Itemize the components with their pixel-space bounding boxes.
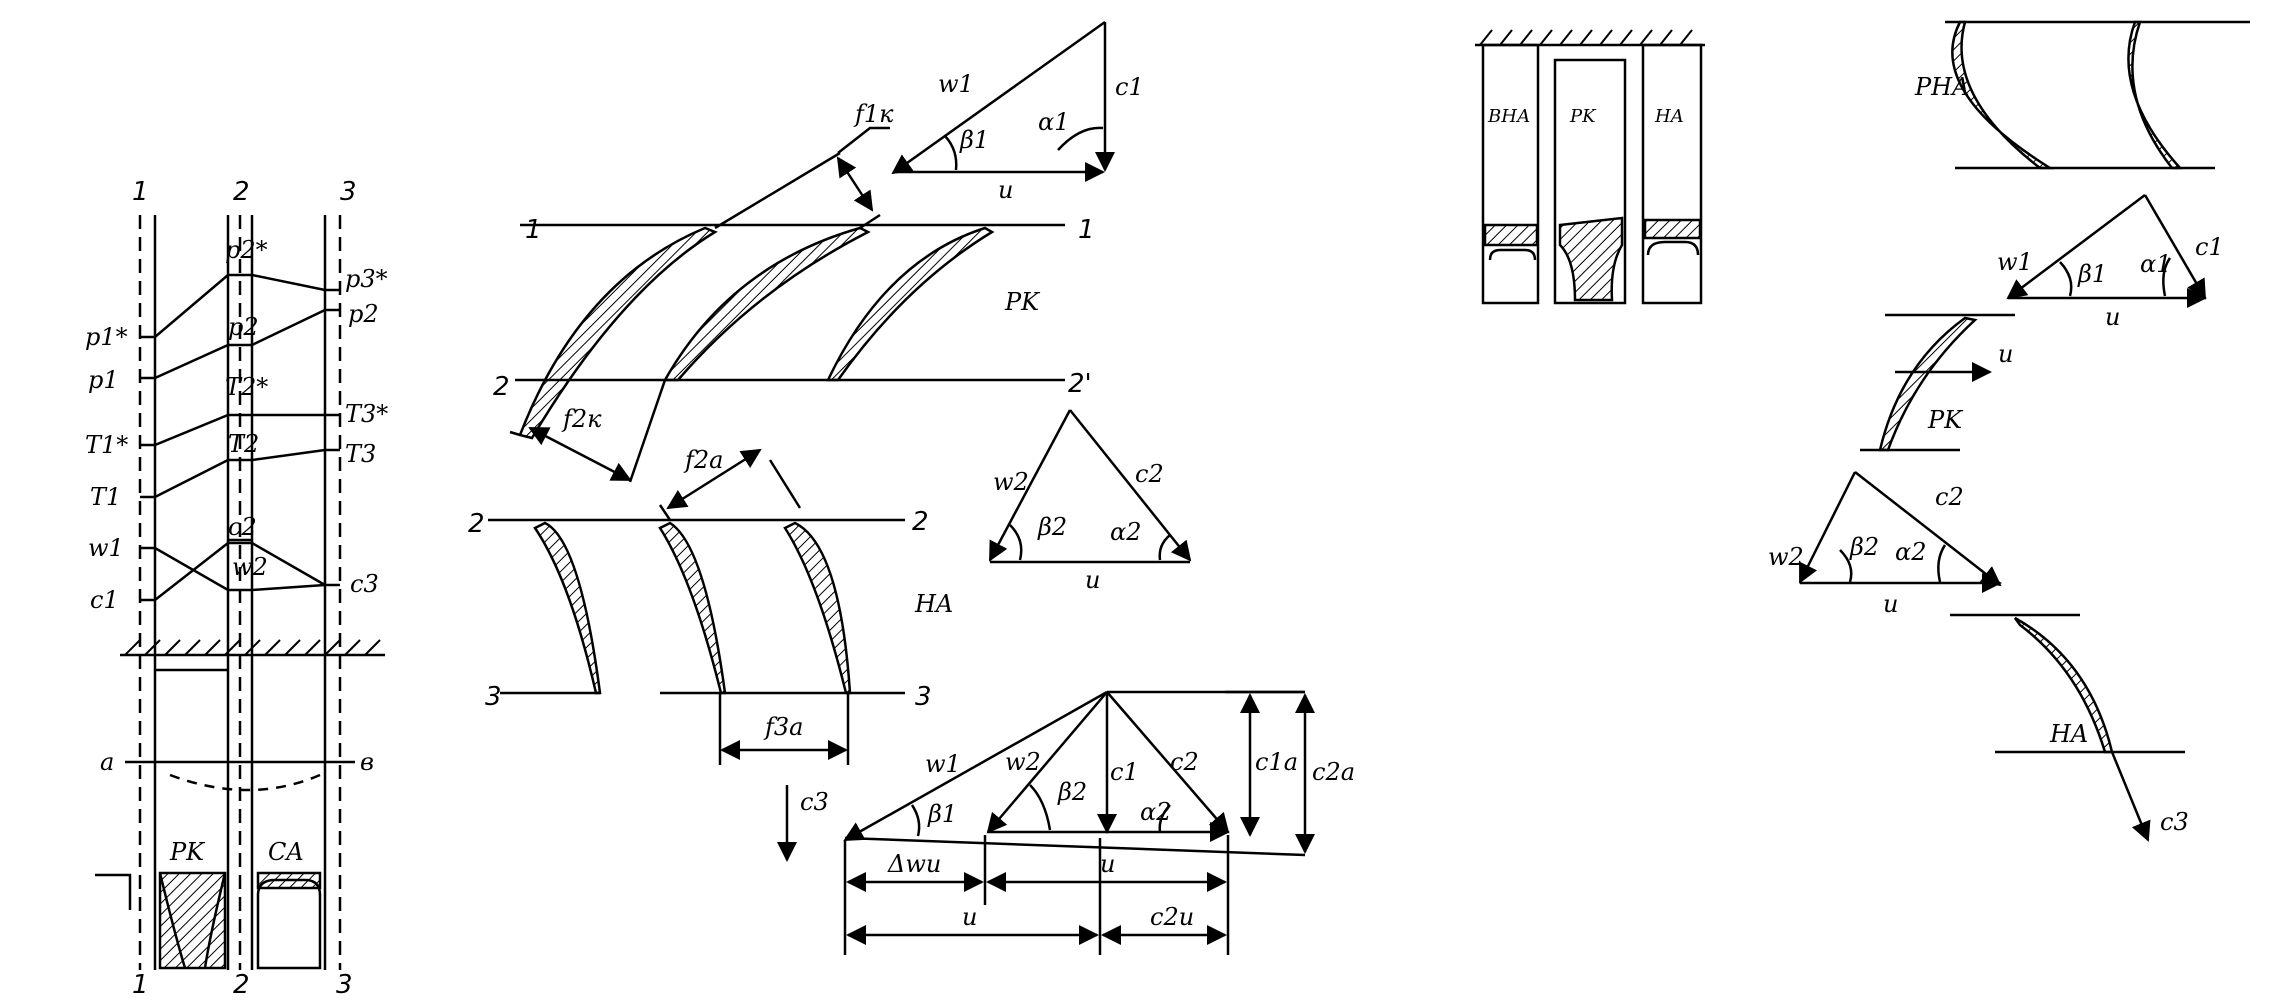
p4-tri2-beta2: β2 — [1849, 533, 1879, 561]
label-p2-star: p2* — [225, 236, 268, 264]
station-1-right: 1 — [1078, 215, 1095, 245]
label-c3: c3 — [800, 788, 829, 816]
comb-c1: c1 — [1110, 758, 1139, 786]
comb-c2u: c2u — [1150, 903, 1194, 931]
p4-tri1-c1: c1 — [2195, 233, 2224, 261]
tri1-alpha1: α1 — [1038, 108, 1069, 136]
label-rk: PK — [169, 838, 206, 866]
comb-w1: w1 — [925, 750, 961, 778]
label-vna: ВНА — [1487, 106, 1531, 127]
label-f3a: f3a — [763, 713, 803, 741]
panel1-labels: 1 2 3 1 2 3 p1* p1 T1* T1 w1 c1 p2* p2 T… — [85, 177, 388, 1000]
label-w2: w2 — [232, 553, 268, 581]
label-p1-star: p1* — [85, 323, 128, 351]
curve-c — [140, 541, 326, 602]
p4-tri1-beta1: β1 — [2077, 260, 2107, 288]
panel-stage-distribution — [95, 215, 385, 970]
section-top-2: 2 — [233, 177, 250, 207]
label-f1k: f1к — [853, 100, 894, 128]
label-c3: c3 — [350, 570, 379, 598]
label-T1: T1 — [90, 483, 121, 511]
station-3-left: 3 — [485, 682, 502, 712]
label-T3-star: T3* — [345, 400, 388, 428]
curve-T — [140, 448, 340, 499]
section-top-3: 3 — [340, 177, 357, 207]
comb-u-lower: u — [962, 903, 977, 931]
label-p1: p1 — [88, 366, 119, 394]
comb-beta2: β2 — [1057, 778, 1087, 806]
p4-label-rk: PK — [1927, 406, 1964, 434]
p4-tri1-w1: w1 — [1997, 248, 2033, 276]
label-T1-star: T1* — [85, 431, 128, 459]
p4-tri1-u: u — [2105, 303, 2120, 331]
p4-tri2-u: u — [1883, 590, 1898, 618]
comb-beta1: β1 — [927, 800, 957, 828]
panel4-labels: PHA w1 β1 α1 c1 u u PK w2 β2 α2 c2 u HA … — [1768, 73, 2224, 836]
tri2-w2: w2 — [993, 468, 1029, 496]
p4-tri1-alpha1: α1 — [2140, 250, 2171, 278]
tri2-alpha2: α2 — [1110, 518, 1141, 546]
tri1-c1: c1 — [1115, 73, 1144, 101]
label-c2: c2 — [228, 513, 257, 541]
label-b: в — [360, 748, 374, 776]
tri1-beta1: β1 — [959, 126, 989, 154]
label-T2: T2 — [228, 430, 259, 458]
label-ca: CA — [268, 838, 304, 866]
comb-delta-wu: Δwu — [887, 850, 941, 878]
p4-label-c3: c3 — [2160, 808, 2189, 836]
station-2-right: 2' — [1068, 369, 1092, 399]
comb-alpha2: α2 — [1140, 798, 1171, 826]
label-w1: w1 — [88, 534, 124, 562]
station-2b-left: 2 — [468, 509, 485, 539]
section-bottom-3: 3 — [336, 970, 353, 1000]
section-bottom-2: 2 — [233, 970, 250, 1000]
p4-label-na: HA — [2049, 720, 2088, 748]
curve-p — [140, 308, 340, 380]
station-2b-right: 2 — [912, 507, 929, 537]
tri2-c2: c2 — [1135, 460, 1164, 488]
label-na: HA — [914, 590, 953, 618]
p4-tri2-w2: w2 — [1768, 543, 1804, 571]
tri1-u: u — [998, 176, 1013, 204]
tri2-u: u — [1085, 566, 1100, 594]
label-p2: p2 — [228, 313, 259, 341]
panel-cascade-triangles — [488, 20, 1315, 955]
label-f2a: f2a — [683, 446, 723, 474]
curve-p-star — [140, 273, 340, 339]
label-f2k: f2к — [561, 405, 602, 433]
panel2-labels: 1 2 2 3 1 2' 2 3 PK HA f1к f2к f2a f3a c… — [468, 70, 1355, 931]
panel-rna-stage — [1798, 20, 2250, 842]
curve-T-star — [140, 413, 340, 447]
label-rk: PK — [1004, 288, 1041, 316]
label-T2-star: T2* — [225, 373, 268, 401]
comb-w2: w2 — [1005, 748, 1041, 776]
label-p3: p2 — [348, 300, 379, 328]
label-c1: c1 — [90, 586, 119, 614]
station-3-right: 3 — [915, 682, 932, 712]
section-top-1: 1 — [132, 177, 149, 207]
label-a: a — [100, 748, 114, 776]
tri1-w1: w1 — [938, 70, 974, 98]
comb-c1a: c1a — [1255, 748, 1298, 776]
comb-c2a: c2a — [1312, 758, 1355, 786]
comb-u-upper: u — [1100, 850, 1115, 878]
panel3-labels: ВНА PK HA — [1487, 106, 1684, 127]
curve-w — [140, 546, 340, 592]
station-1-left: 1 — [525, 215, 542, 245]
label-T3: T3 — [345, 440, 376, 468]
section-bottom-1: 1 — [132, 970, 149, 1000]
label-rk: PK — [1569, 106, 1597, 127]
station-2-left: 2 — [493, 372, 510, 402]
comb-c2: c2 — [1170, 748, 1199, 776]
panel-stage-layout — [1475, 29, 1705, 305]
tri2-beta2: β2 — [1037, 513, 1067, 541]
p4-tri2-alpha2: α2 — [1895, 538, 1926, 566]
label-p3-star: p3* — [345, 265, 388, 293]
label-rna: PHA — [1914, 73, 1969, 101]
p4-tri2-c2: c2 — [1935, 483, 1964, 511]
label-na: HA — [1654, 106, 1684, 127]
p4-rk-u: u — [1998, 340, 2013, 368]
